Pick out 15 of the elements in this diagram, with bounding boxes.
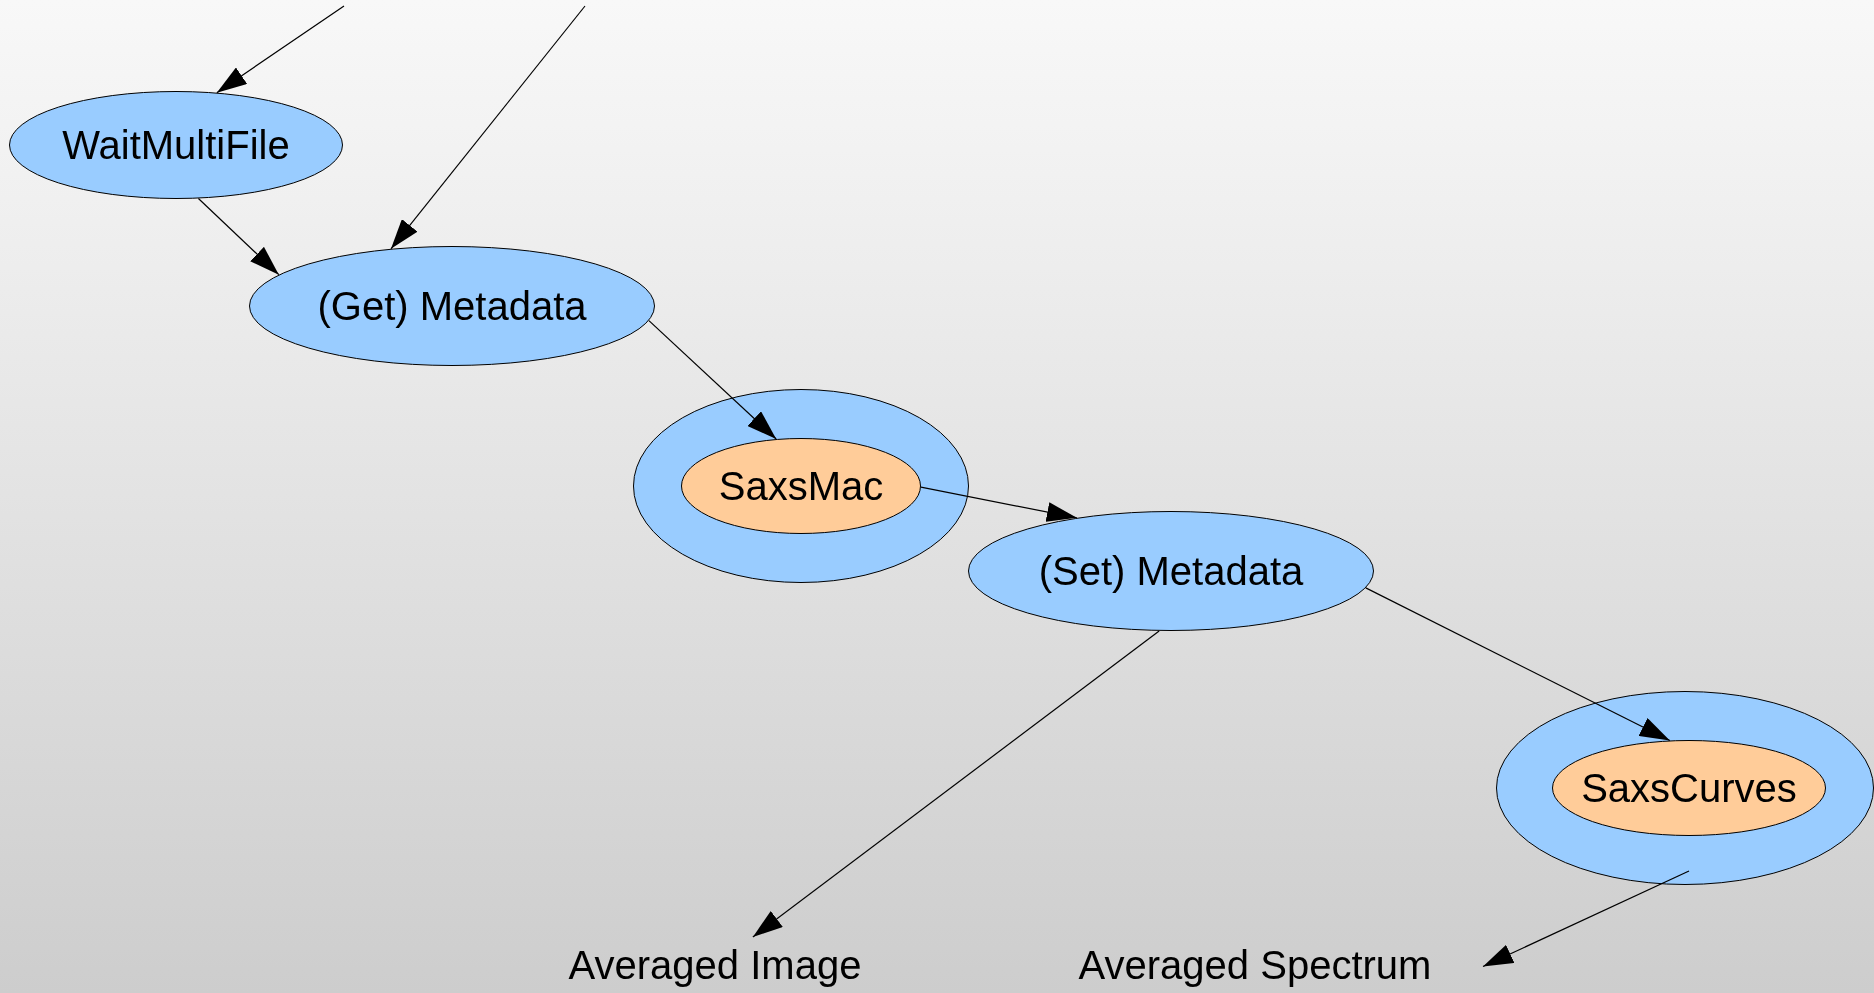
- arrow: [216, 5, 345, 94]
- arrow: [1365, 587, 1671, 742]
- output-label: Averaged Spectrum: [1078, 942, 1432, 988]
- arrow: [197, 197, 280, 276]
- node-label: SaxsCurves: [1581, 765, 1797, 811]
- node-label: (Get) Metadata: [317, 283, 587, 329]
- node-label: (Set) Metadata: [1038, 548, 1304, 594]
- output-label: Averaged Image: [568, 942, 862, 988]
- arrow: [390, 5, 586, 250]
- node-label: SaxsMac: [718, 463, 884, 509]
- arrow: [1482, 870, 1690, 968]
- arrow: [648, 319, 777, 440]
- arrow: [752, 630, 1160, 938]
- arrow: [920, 486, 1078, 522]
- node-label: WaitMultiFile: [62, 122, 290, 168]
